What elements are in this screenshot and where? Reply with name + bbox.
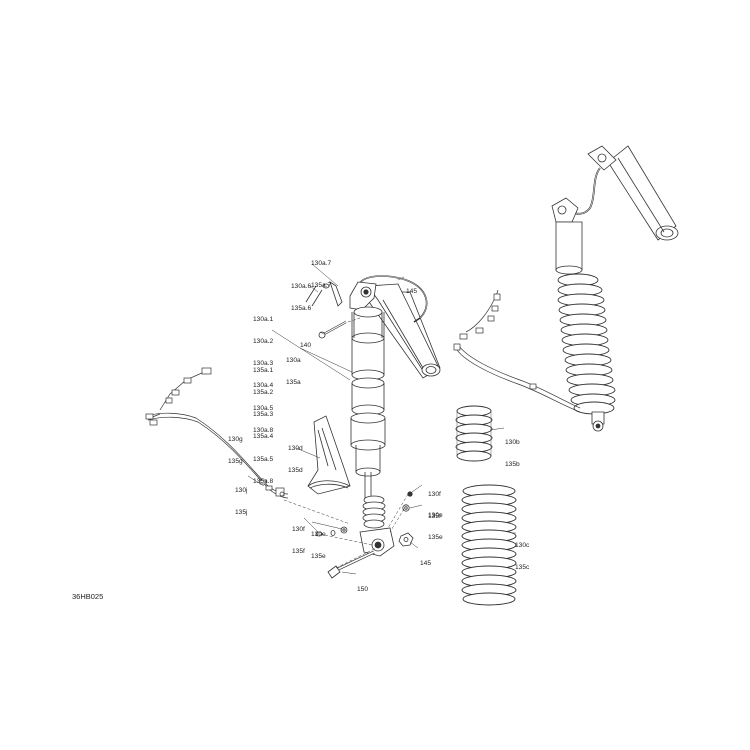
callout-150: 150 [357,571,368,601]
bolt-140 [318,321,347,339]
callout-line: 135a.6 [291,305,312,313]
callout-line: 140 [300,341,312,349]
callout-130d: 130d 135d [288,430,303,482]
callout-line: 135e [311,553,326,561]
callout-line: 135e [428,534,443,542]
callout-line: 130g [228,435,243,443]
callout-line: 130d [288,444,303,452]
diagram-reference-code: 36HB025 [72,592,104,601]
top-mount-bracket [349,281,377,311]
callout-130e-right: 130e 135e [428,497,443,549]
callout-line: 130a.2 [253,338,274,346]
callout-line: 145 [406,287,418,295]
callout-130a6: 130a.6 135a.6 [291,268,311,320]
callout-145-bottom: 145 [420,545,431,575]
callout-line: 145 [420,559,432,567]
callout-line: 150 [357,585,369,593]
bushings-130f [315,491,413,537]
assembly-center-lines [283,317,409,569]
callout-130f-left: 130f 135f [292,511,305,563]
callout-line: 130a.3 [253,360,274,368]
callout-line: 130f [428,490,441,498]
callout-line: 130a.8 [253,426,274,434]
callout-line: 135a.1 [253,366,274,374]
callout-line: 135a [286,379,301,387]
callout-line: 130c [515,541,530,549]
callout-line: 130b [505,438,520,446]
right-wiring-harness [453,289,581,413]
callout-line: 135c [515,564,530,572]
callout-130a1-group: 130a.1 130a.2 130a.3 130a.4 130a.5 130a.… [253,301,273,442]
top-bolts [305,281,343,307]
callout-line: 135b [505,461,520,469]
shock-protector [307,415,351,495]
callout-line: 130a.4 [253,382,274,390]
spring-130c [461,484,517,606]
callout-line: 130a.5 [253,404,274,412]
callout-130e-left: 130e 135e [311,516,326,568]
callout-line: 130e [311,530,326,538]
callout-130c: 130c 135c [515,527,529,579]
spring-130b [455,405,493,462]
washers-130e [340,504,410,534]
assembled-reservoir [587,145,679,241]
bump-stop [362,495,386,529]
left-wiring-harness [145,367,289,499]
callout-line: 130a.7 [311,259,332,267]
callout-line: 135a.8 [253,477,274,485]
assembled-top-mount [551,197,579,223]
lower-eye-mount [359,527,395,557]
callout-line: 135f [428,513,441,521]
callout-130a7: 130a.7 135a.7 [311,245,331,297]
callout-line: 130e [428,511,443,519]
callout-line: 135g [228,458,243,466]
nut-145-lower [398,532,414,547]
callout-130a: 130a 135a [286,342,301,394]
callout-line: 135a.5 [253,455,274,463]
callout-line: 135a.3 [253,411,274,419]
callout-line: 130a.1 [253,315,274,323]
callout-145-top: 145 [406,273,417,303]
bolt-150 [327,550,375,579]
assembled-coil [557,273,616,415]
callout-140: 140 [300,327,311,357]
callout-135a1-group: 135a.1 135a.2 135a.3 135a.4 135a.5 135a.… [253,352,273,493]
callout-line: 135a.4 [253,433,274,441]
callout-line: 135a.7 [311,282,332,290]
callout-line: 135a.2 [253,389,274,397]
callout-line: 130a.6 [291,282,312,290]
center-shock-absorber [349,275,441,557]
callout-line: 135j [235,509,248,517]
assembled-shock-right [551,145,679,432]
callout-line: 130j [235,486,248,494]
callout-130b: 130b 135b [505,424,520,476]
callout-130g: 130g 135g [228,421,243,473]
shock-upper-body [350,306,386,477]
callout-130j: 130j 135j [235,472,247,524]
callout-line: 135d [288,467,303,475]
callout-130f-right: 130f 135f [428,476,441,528]
leader-lines [247,263,516,575]
callout-line: 135f [292,548,305,556]
callout-line: 130a [286,356,301,364]
callout-line: 130f [292,525,305,533]
